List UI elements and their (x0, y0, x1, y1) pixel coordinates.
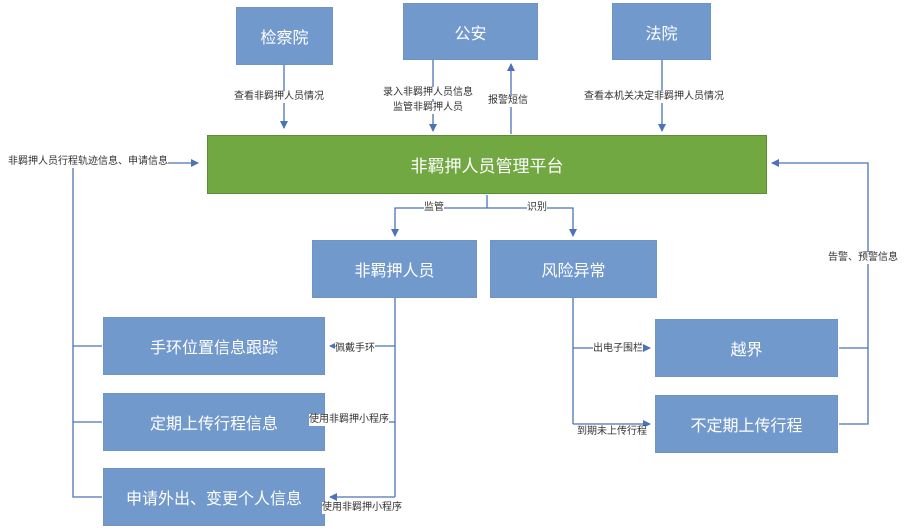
court-box: 法院 (612, 3, 711, 60)
label-court-view: 查看本机关决定非羁押人员情况 (584, 91, 724, 103)
apply-box: 申请外出、变更个人信息 (103, 468, 325, 526)
label-procuratorate-view: 查看非羁押人员情况 (234, 91, 324, 103)
procuratorate-box: 检察院 (236, 7, 333, 65)
label-overdue: 到期未上传行程 (577, 426, 647, 438)
label-police-sms: 报警短信 (488, 95, 528, 107)
label-alarm: 告警、预警信息 (828, 252, 898, 264)
upload-box: 定期上传行程信息 (103, 393, 325, 451)
tracking-box: 手环位置信息跟踪 (103, 317, 325, 375)
platform-box: 非羁押人员管理平台 (207, 135, 767, 194)
label-police-input-2: 监管非羁押人员 (393, 102, 463, 114)
label-police-input-1: 录入非羁押人员信息 (383, 87, 473, 99)
person-box: 非羁押人员 (312, 240, 477, 298)
label-fence: 出电子围栏 (593, 343, 643, 355)
arrow-platform-to-risk (487, 207, 577, 237)
label-miniprogram-2: 使用非羁押小程序 (322, 502, 402, 514)
irregular-box: 不定期上传行程 (655, 395, 838, 453)
police-box: 公安 (403, 3, 538, 60)
label-miniprogram-1: 使用非羁押小程序 (309, 414, 389, 426)
label-identify: 识别 (527, 202, 547, 214)
label-left-feed: 非羁押人员行程轨迹信息、申请信息 (8, 156, 168, 168)
risk-box: 风险异常 (490, 240, 657, 298)
arrow-right-alarm (771, 159, 869, 425)
label-wear: 佩戴手环 (335, 343, 375, 355)
label-supervise: 监管 (424, 202, 444, 214)
boundary-box: 越界 (655, 319, 838, 377)
